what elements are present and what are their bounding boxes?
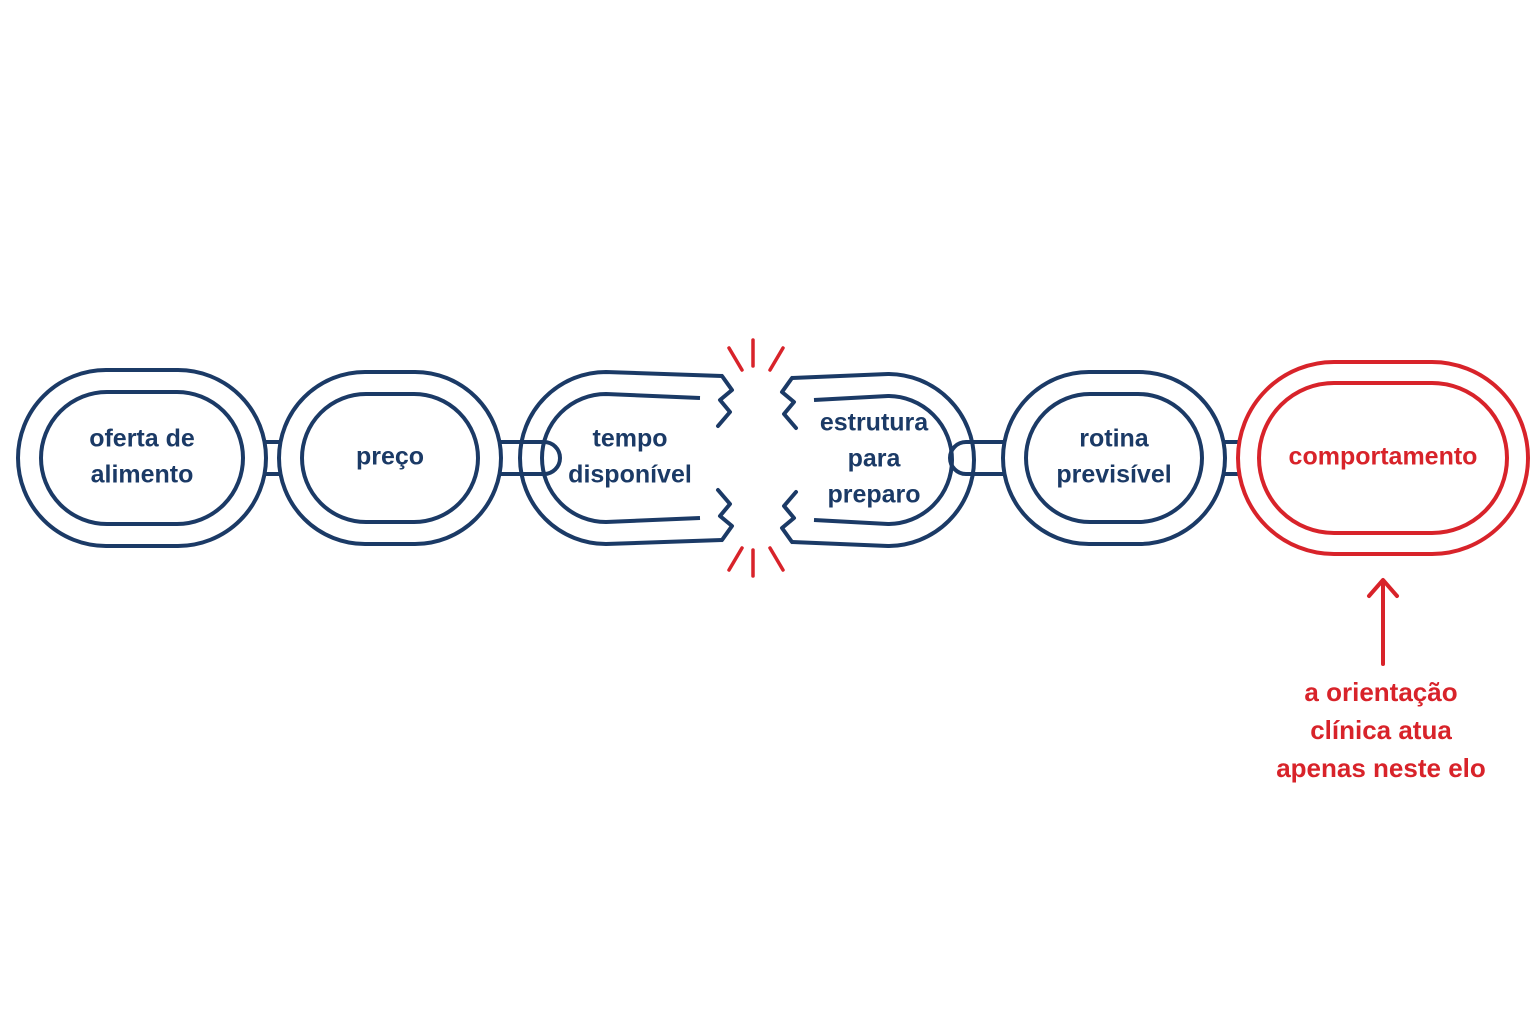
chain-link: preço (277, 370, 503, 546)
crack-edge (716, 488, 734, 542)
break-burst (727, 338, 785, 578)
link-inner (1024, 392, 1204, 524)
crack-edge (716, 374, 734, 428)
chain-link-highlighted: comportamento (1236, 360, 1530, 556)
chain-link: tempo disponível (518, 369, 734, 547)
link-outer-broken (791, 371, 976, 549)
link-label-line: alimento (91, 461, 194, 489)
link-inner (1257, 381, 1509, 535)
link-inner-broken (540, 391, 701, 525)
link-label-line: previsível (1056, 461, 1171, 489)
link-label-line: comportamento (1289, 443, 1478, 471)
chain-link: estrutura para preparo (780, 371, 976, 549)
link-label-line: estrutura (820, 409, 929, 437)
up-arrow-head (1367, 578, 1399, 598)
link-label-line: oferta de (89, 425, 195, 453)
link-label-line: para (848, 445, 902, 473)
chain-links: oferta de alimento preço tempo disponível est… (16, 360, 1530, 556)
annotation-line: a orientação (1304, 677, 1457, 707)
link-label-line: preparo (827, 481, 920, 509)
crack-edge (780, 490, 798, 544)
link-outer-broken (518, 369, 723, 547)
chain-link: rotina previsível (1001, 370, 1227, 546)
break-spark (727, 546, 744, 572)
link-label-line: rotina (1079, 425, 1150, 453)
chain-link: oferta de alimento (16, 368, 268, 548)
link-inner-broken (813, 393, 954, 527)
crack-edge (780, 376, 798, 430)
break-spark (768, 346, 785, 372)
annotation-line: apenas neste elo (1276, 753, 1486, 783)
link-label-line: tempo (593, 425, 668, 453)
link-inner (300, 392, 480, 524)
annotation: a orientação clínica atua apenas neste elo (1276, 578, 1486, 783)
link-label-line: preço (356, 443, 424, 471)
link-inner (39, 390, 245, 526)
break-spark (768, 546, 785, 572)
break-spark (727, 346, 744, 372)
link-label-line: disponível (568, 461, 692, 489)
annotation-line: clínica atua (1310, 715, 1452, 745)
